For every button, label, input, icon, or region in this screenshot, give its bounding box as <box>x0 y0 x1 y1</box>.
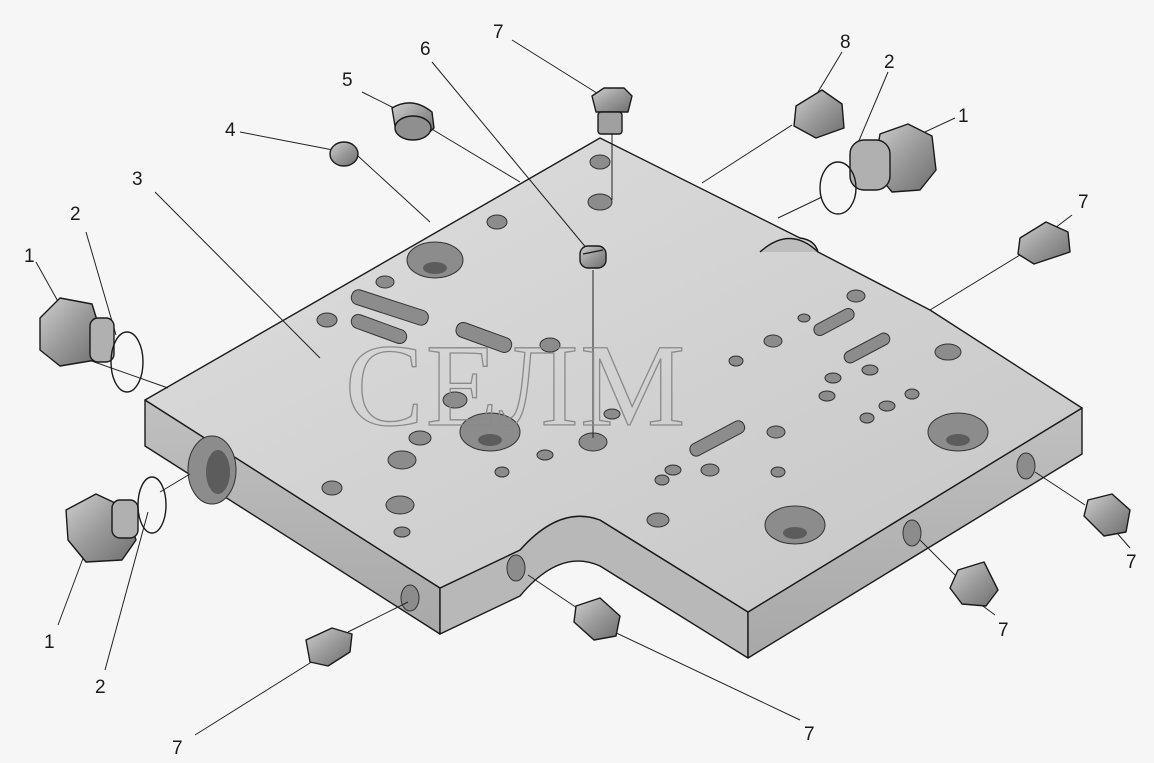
fittings <box>39 87 1131 667</box>
callout-4: 4 <box>225 120 236 141</box>
callout-1-bottom: 1 <box>44 632 55 653</box>
callout-8: 8 <box>840 32 851 53</box>
plug-1-right <box>849 123 937 193</box>
seal-ring-2-bottom <box>137 476 167 534</box>
seal-ring-2-left <box>110 331 144 393</box>
callout-6: 6 <box>420 39 431 60</box>
callout-2-left: 2 <box>70 204 81 225</box>
plate-top-face <box>144 137 1083 613</box>
plate-slots <box>350 289 891 457</box>
callout-2-bottom: 2 <box>95 677 106 698</box>
cap-4 <box>329 141 359 167</box>
callout-1-left: 1 <box>24 246 35 267</box>
plug-7-bottom-left <box>305 627 353 667</box>
callout-5: 5 <box>342 70 353 91</box>
callout-7-right-top: 7 <box>1078 192 1089 213</box>
callout-7-right-mid: 7 <box>998 620 1009 641</box>
seal-ring-2-right <box>819 161 857 215</box>
plug-7-top <box>591 87 633 135</box>
screw-6 <box>579 245 607 269</box>
plug-1-left <box>39 297 115 367</box>
watermark-text: СЕЛМ <box>345 320 687 451</box>
callout-2-right: 2 <box>884 52 895 73</box>
callout-7-top: 7 <box>493 22 504 43</box>
callout-7-right: 7 <box>1126 552 1137 573</box>
plate-holes <box>316 154 989 545</box>
plug-7-right-mid <box>949 561 999 607</box>
callout-3: 3 <box>132 169 143 190</box>
plug-7-right-top <box>1017 221 1071 265</box>
plug-5 <box>391 102 435 141</box>
callout-1-right: 1 <box>958 106 969 127</box>
plug-8 <box>793 89 845 139</box>
plug-1-bottom <box>65 493 139 563</box>
callout-numbers: 1 2 3 4 5 6 7 8 2 1 7 7 7 7 7 1 2 <box>24 22 1137 759</box>
callout-7-bottom-left: 7 <box>172 738 183 759</box>
plug-7-right <box>1083 493 1131 537</box>
callout-7-bottom-mid: 7 <box>804 724 815 745</box>
side-ports <box>187 435 1036 612</box>
plug-7-bottom-mid <box>573 597 621 641</box>
